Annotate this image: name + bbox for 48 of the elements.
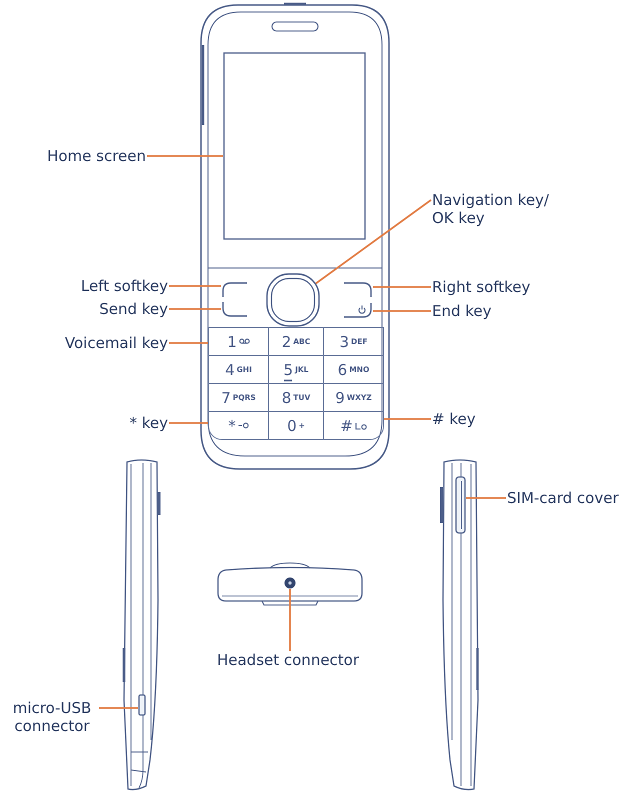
leader-line [314, 199, 432, 285]
leader-line [384, 418, 431, 420]
leader-line [289, 589, 291, 651]
leader-line [169, 285, 221, 287]
leader-line [169, 422, 208, 424]
callout-label: Home screen [47, 147, 146, 165]
callout-label: SIM-card cover [507, 489, 619, 507]
leader-line [147, 155, 223, 157]
callout-label: Send key [99, 300, 168, 318]
callout-label: Headset connector [216, 651, 360, 669]
keypad-key [208, 411, 269, 440]
callout-label: * key [129, 414, 168, 432]
callout-label: Right softkey [432, 278, 530, 296]
key-digit: 3 [339, 334, 350, 350]
softkey [343, 281, 373, 298]
leader-line [373, 310, 431, 312]
callout-label: Navigation key/ OK key [432, 191, 558, 227]
key-digit: 8 [282, 390, 292, 406]
headset-jack [284, 577, 296, 589]
callout-label: # key [432, 410, 476, 428]
key-digit: 4 [225, 362, 235, 378]
leader-line [169, 308, 221, 310]
keypad-key [208, 327, 269, 356]
keypad-key [323, 327, 384, 356]
softkey [221, 281, 248, 298]
key-digit: 2 [282, 334, 292, 350]
keypad-key [323, 411, 384, 440]
key-digit: # [340, 418, 353, 434]
leader-line [99, 707, 138, 709]
usb-port [138, 694, 146, 716]
key-digit: * [228, 418, 236, 434]
key-digit: 9 [335, 390, 345, 406]
key-digit: 5 [284, 362, 294, 378]
key-digit: 1 [227, 334, 237, 350]
key-digit: 0 [287, 418, 297, 434]
end-key [343, 302, 373, 319]
sim-card-cover [455, 476, 466, 534]
callout-label: micro-USB connector [6, 699, 98, 735]
display-screen [223, 52, 366, 240]
key-digit: 7 [221, 390, 231, 406]
callout-label: End key [432, 302, 492, 320]
key-digit: 6 [338, 362, 348, 378]
send-key [221, 301, 248, 318]
callout-label: Voicemail key [64, 334, 168, 352]
leader-line [373, 286, 431, 288]
leader-line [169, 342, 208, 344]
callout-label: Left softkey [80, 277, 168, 295]
leader-line [466, 497, 506, 499]
